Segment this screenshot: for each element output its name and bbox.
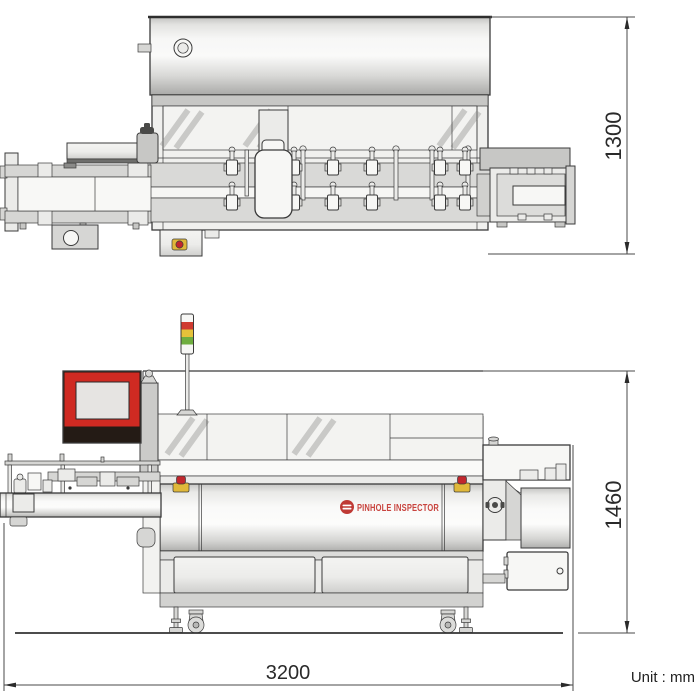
estop-button-plan [175, 240, 184, 249]
coupler-clamp-icon [140, 127, 154, 134]
infeed-conveyor-plan [0, 123, 159, 250]
tower-pole [185, 352, 190, 411]
lower-panel-right [321, 556, 469, 594]
tower-light-red [181, 322, 194, 330]
dim-label-1300: 1300 [601, 112, 626, 161]
machine-name-label: PINHOLE INSPECTOR [357, 503, 439, 514]
top-view-plan [0, 15, 576, 257]
base-frame [159, 592, 484, 608]
drive-coupler [136, 132, 159, 164]
dimension-top-depth: 1300 [488, 16, 635, 255]
brand-logo: PINHOLE INSPECTOR [340, 500, 439, 514]
estop-panel-plan [159, 229, 220, 257]
side-tab [137, 43, 152, 53]
signal-tower [176, 313, 198, 416]
logo-mark-icon [340, 500, 354, 514]
front-view-elevation: PINHOLE INSPECTOR [0, 313, 571, 634]
outfeed-unit-front [482, 436, 571, 591]
hmi-monitor [62, 369, 159, 477]
lower-panel-left [173, 556, 316, 594]
tower-light-green [181, 337, 194, 345]
machine-body-front [159, 483, 484, 552]
inspection-head-plan [254, 149, 293, 219]
dimension-annotations: 1300 1460 3200 Unit : mm [3, 16, 695, 691]
outfeed-drum [520, 487, 571, 549]
infeed-conveyor-front [0, 453, 162, 527]
dim-label-1460: 1460 [601, 481, 626, 530]
monitor-screen[interactable] [75, 381, 130, 420]
dimension-front-height: 1460 [483, 370, 635, 634]
machine-top-drum [149, 16, 491, 96]
dimension-overall-width: 3200 [3, 445, 574, 691]
drive-motor-plan [66, 142, 139, 160]
bracket-hole [63, 230, 79, 246]
outfeed-conveyor-plan [476, 147, 576, 228]
dim-label-3200: 3200 [266, 662, 311, 684]
tower-light-yellow [181, 329, 194, 337]
unit-note: Unit : mm [631, 669, 695, 686]
window-band-plan [162, 105, 478, 151]
